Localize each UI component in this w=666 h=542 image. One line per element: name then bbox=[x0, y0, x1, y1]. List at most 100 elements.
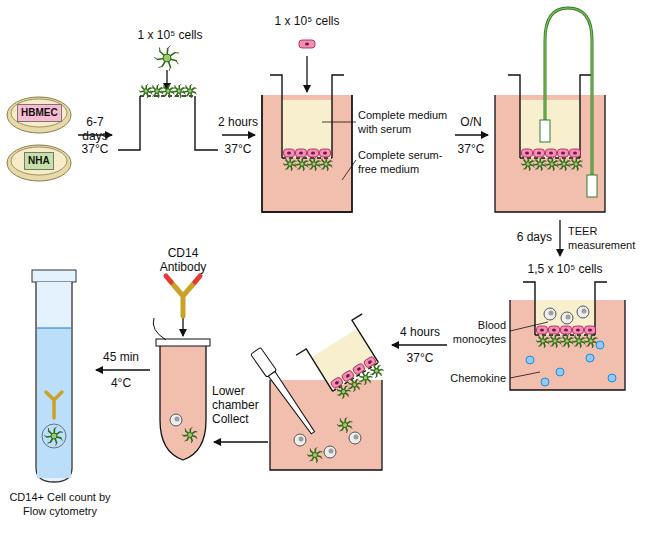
illustration-line bbox=[185, 440, 187, 442]
illustration-line bbox=[340, 418, 341, 420]
illustration-g bbox=[295, 157, 309, 171]
illustration-line bbox=[294, 161, 296, 162]
illustration-line bbox=[547, 158, 548, 160]
illustration-line bbox=[322, 122, 356, 123]
illustration-circle bbox=[363, 375, 369, 381]
illustration-line bbox=[572, 341, 574, 342]
illustration-line bbox=[548, 341, 550, 342]
illustration-line bbox=[362, 371, 364, 373]
temperature: 37°C bbox=[390, 351, 450, 365]
measurement-label: TEER measurement bbox=[568, 224, 658, 252]
illustration-line bbox=[586, 345, 588, 347]
illustration-line bbox=[166, 70, 167, 90]
illustration-line bbox=[559, 220, 560, 256]
illustration-line bbox=[295, 166, 296, 168]
illustration-g bbox=[533, 157, 547, 171]
illustration-line bbox=[152, 85, 153, 87]
illustration-path bbox=[118, 96, 218, 150]
illustration-line bbox=[285, 168, 287, 170]
illustration-circle bbox=[562, 162, 566, 166]
illustration-ellipse bbox=[561, 151, 565, 154]
illustration-line bbox=[583, 338, 585, 339]
illustration-rect bbox=[549, 326, 560, 334]
illustration-rect bbox=[558, 149, 569, 157]
illustration-circle bbox=[589, 339, 593, 343]
illustration-circle bbox=[566, 315, 571, 320]
illustration-line bbox=[545, 166, 546, 168]
illustration-line bbox=[183, 88, 185, 89]
illustration-line bbox=[369, 381, 371, 383]
illustration-line bbox=[541, 169, 543, 171]
illustration-line bbox=[560, 341, 562, 342]
illustration-line bbox=[185, 95, 187, 97]
illustration-path bbox=[495, 95, 605, 212]
illustration-line bbox=[359, 380, 361, 382]
illustration-line bbox=[185, 85, 186, 87]
step-label: Lower chamber Collect bbox=[212, 384, 266, 426]
illustration-path bbox=[153, 318, 166, 340]
illustration-line bbox=[533, 166, 534, 168]
illustration-line bbox=[302, 157, 304, 159]
illustration-circle bbox=[352, 382, 358, 388]
illustration-line bbox=[319, 164, 321, 165]
illustration-circle bbox=[175, 417, 180, 422]
illustration-line bbox=[373, 364, 375, 366]
illustration-line bbox=[580, 161, 582, 162]
illustration-path bbox=[545, 8, 592, 195]
illustration-line bbox=[455, 134, 488, 135]
illustration-g bbox=[161, 84, 175, 98]
illustration-line bbox=[195, 93, 196, 95]
illustration-path bbox=[268, 371, 316, 435]
illustration-circle bbox=[544, 308, 556, 320]
illustration-line bbox=[351, 378, 353, 380]
illustration-ellipse bbox=[367, 360, 372, 365]
illustration-line bbox=[163, 85, 164, 87]
illustration-rect bbox=[573, 326, 584, 334]
illustration-line bbox=[141, 85, 142, 87]
illustration-line bbox=[562, 345, 564, 347]
illustration-line bbox=[290, 157, 292, 159]
illustration-g bbox=[183, 84, 197, 98]
illustration-rect bbox=[570, 149, 581, 157]
illustration-line bbox=[359, 375, 360, 377]
illustration-circle bbox=[596, 341, 604, 349]
illustration-line bbox=[282, 157, 332, 158]
illustration-line bbox=[321, 457, 322, 459]
illustration-line bbox=[139, 91, 141, 92]
illustration-rect bbox=[37, 328, 71, 478]
illustration-line bbox=[182, 318, 183, 336]
illustration-line bbox=[521, 164, 523, 165]
illustration-circle bbox=[51, 433, 57, 439]
illustration-ellipse bbox=[564, 328, 568, 331]
illustration-ellipse bbox=[356, 367, 361, 372]
illustration-circle bbox=[556, 368, 564, 376]
illustration-circle bbox=[577, 339, 581, 343]
illustration-line bbox=[358, 388, 360, 390]
illustration-circle bbox=[526, 356, 534, 364]
illustration-line bbox=[150, 88, 152, 89]
illustration-line bbox=[346, 431, 348, 433]
illustration-line bbox=[174, 95, 176, 97]
illustration-g bbox=[139, 40, 616, 463]
illustration-line bbox=[55, 443, 57, 446]
illustration-line bbox=[349, 390, 351, 392]
illustration-g bbox=[319, 157, 333, 171]
illustration-line bbox=[371, 376, 373, 378]
illustration-path bbox=[545, 8, 592, 195]
caption-text: CD14+ Cell count by Flow cytometry bbox=[4, 490, 116, 518]
illustration-line bbox=[562, 335, 563, 337]
illustration-line bbox=[535, 168, 537, 170]
illustration-line bbox=[568, 346, 570, 348]
illustration-line bbox=[306, 161, 308, 162]
illustration-line bbox=[319, 166, 320, 168]
illustration-line bbox=[572, 343, 573, 345]
illustration-circle bbox=[324, 446, 336, 458]
illustration-line bbox=[559, 168, 561, 170]
illustration-line bbox=[557, 164, 559, 165]
illustration-rect bbox=[522, 149, 533, 157]
illustration-line bbox=[548, 343, 549, 345]
illustration-path bbox=[46, 392, 62, 418]
temperature: 37°C bbox=[212, 142, 264, 156]
illustration-line bbox=[592, 346, 594, 348]
